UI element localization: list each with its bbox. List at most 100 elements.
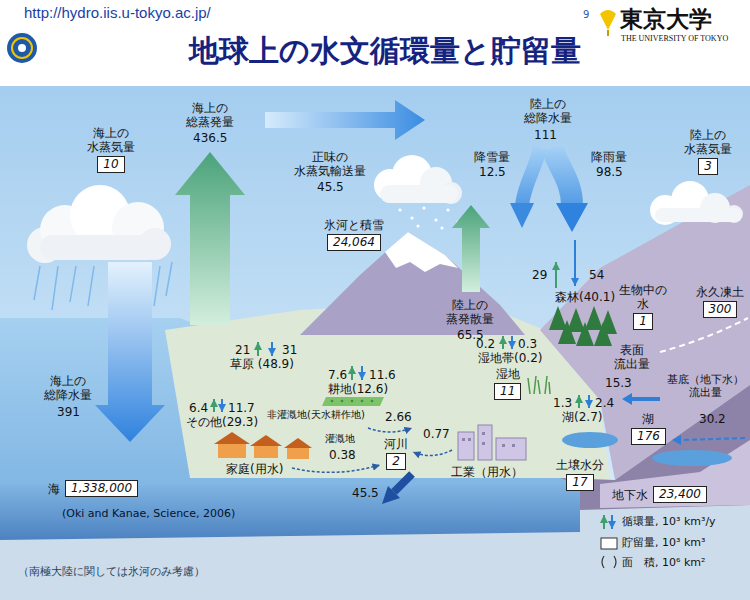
flow-value: 31 (282, 343, 297, 357)
clouds (70, 266, 76, 302)
flow-value: 1.3 (553, 396, 572, 410)
land-use-label: 家庭(用水) (226, 462, 283, 476)
earth-block (660, 318, 748, 352)
flow-value: 7.6 (328, 368, 347, 382)
flow-value: 0.38 (329, 448, 356, 462)
flow-value: 21 (235, 343, 250, 357)
earth-block (385, 232, 458, 272)
flow-name: 降雨量 (591, 150, 627, 164)
header-logos (600, 10, 616, 30)
clouds (398, 208, 401, 211)
storage-node: 氷河と積雪 24,064 (324, 218, 384, 251)
flow-value: 45.5 (317, 180, 344, 194)
storage-name: 海上の 水蒸気量 (86, 126, 136, 154)
land-use-label: 工業（用水） (451, 465, 523, 479)
clouds (416, 224, 419, 227)
flow-value: 11.6 (369, 368, 396, 382)
flow-value: 0.3 (518, 337, 537, 351)
storage-node: 生物中の 水1 (618, 283, 668, 330)
land-use-pictures (341, 400, 344, 403)
storage-value: 10 (97, 156, 124, 173)
land-use-pictures (576, 322, 594, 346)
flow-arrows (213, 399, 215, 412)
storage-name: 生物中の 水 (618, 283, 668, 311)
flow-name: 陸上の 蒸発散量 (445, 298, 495, 326)
flow-name: 海上の 総降水量 (43, 374, 93, 402)
flow-value: 30.2 (699, 412, 726, 426)
storage-value: 24,064 (327, 234, 381, 251)
flow-name: 表面 流出量 (613, 343, 651, 371)
area-label: 湖(2.7) (562, 410, 602, 424)
clouds (52, 266, 58, 310)
storage-node: 湖176 (631, 412, 666, 445)
land-use-pictures (331, 400, 334, 403)
land-use-pictures (458, 432, 474, 460)
land-use-pictures (528, 378, 530, 394)
flow-value: 29 (532, 268, 547, 282)
flow-arrows (175, 152, 245, 325)
flow-value: 45.5 (352, 486, 379, 500)
land-use-pictures (331, 400, 374, 403)
flow-arrows (681, 438, 745, 440)
land-use-pictures (558, 320, 576, 344)
clouds (88, 266, 94, 306)
storage-node: 湿地11 (494, 367, 521, 400)
flow-value: 15.3 (605, 376, 632, 390)
storage-value: 2 (386, 453, 406, 470)
storage-node: 海1,338,000 (48, 480, 138, 497)
flow-value: 12.5 (479, 165, 506, 179)
storage-node: 海上の 水蒸気量 10 (86, 126, 136, 173)
area-label: 湿地帯(0.2) (478, 351, 542, 365)
url-text: http://hydro.iis.u-tokyo.ac.jp/ (24, 4, 211, 22)
storage-name: 河川 (384, 437, 408, 451)
land-use-pictures (512, 444, 515, 447)
storage-node: 土壌水分17 (556, 458, 604, 491)
storage-node: 地下水23,400 (612, 486, 707, 503)
storage-name: 氷河と積雪 (324, 218, 384, 232)
flow-arrows (95, 262, 165, 442)
storage-node: 河川 2 (384, 437, 408, 470)
area-label: 草原 (48.9) (230, 357, 294, 371)
land-use-pictures (462, 432, 515, 447)
clouds (154, 266, 160, 306)
page-number: 9 (583, 9, 589, 21)
flow-value: 0.77 (423, 427, 450, 441)
storage-name: 土壌水分 (556, 458, 604, 472)
legend-samples (614, 556, 616, 568)
legend-text: 貯留量, 10³ km³ (622, 536, 705, 549)
clouds (410, 216, 413, 219)
storage-name: 陸上の 水蒸気量 (683, 128, 733, 156)
land-use-pictures (361, 400, 364, 403)
flow-arrows (95, 100, 745, 504)
land-use-pictures (468, 438, 471, 441)
clouds (440, 226, 443, 229)
flow-arrows (672, 435, 681, 445)
flow-arrows (368, 428, 412, 432)
flow-arrows (555, 262, 557, 288)
flow-value: 11.7 (228, 401, 255, 415)
land-use-pictures (496, 438, 526, 460)
background (0, 86, 750, 600)
land-use-pictures (482, 442, 485, 445)
flow-arrows (413, 450, 452, 456)
flow-value: 0.2 (476, 337, 495, 351)
land-use-pictures (218, 444, 246, 458)
land-use-pictures (549, 382, 550, 394)
header-logos (607, 30, 609, 36)
flow-name: 基底（地下水） 流出量 (666, 373, 745, 399)
earth-block (0, 185, 750, 540)
flow-arrows (382, 486, 400, 504)
header-logos (7, 33, 37, 63)
flow-value: 436.5 (193, 131, 227, 145)
flow-arrows (351, 366, 353, 380)
flow-arrows (588, 395, 590, 408)
legend-samples (601, 538, 617, 549)
storage-name: 湿地 (496, 367, 520, 381)
land-use-pictures (549, 306, 567, 330)
flow-arrows (452, 205, 490, 292)
legend-samples (603, 515, 605, 529)
flow-arrows (556, 203, 588, 232)
flow-arrows (622, 393, 632, 405)
storage-value: 3 (698, 158, 718, 175)
